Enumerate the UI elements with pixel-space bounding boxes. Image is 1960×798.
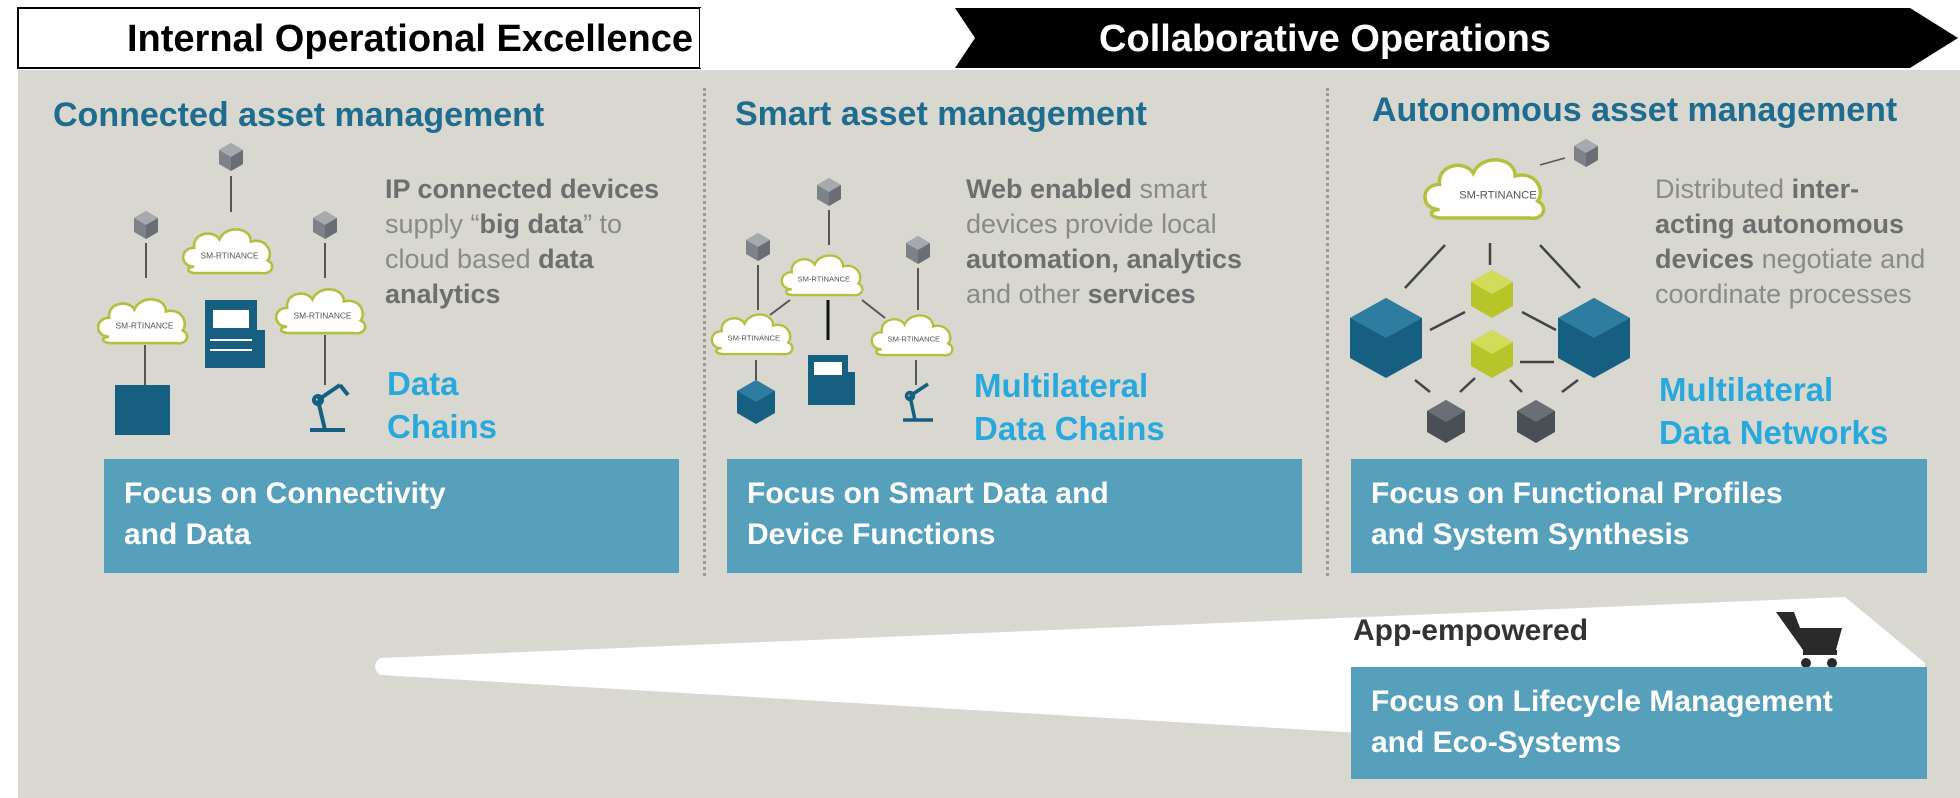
- focus-line: Focus on Smart Data and: [747, 477, 1109, 510]
- robot-arm-icon: [310, 383, 350, 432]
- robot-arm-icon: [903, 382, 933, 422]
- machine-icon: [808, 355, 855, 405]
- app-empowered-label: App-empowered: [1353, 614, 1589, 647]
- focus-line: Focus on Functional Profiles: [1371, 477, 1783, 510]
- shopping-cart-icon: [1776, 612, 1842, 668]
- cube-gray-dark: [1427, 400, 1465, 443]
- focus-line: Focus on Lifecycle Management: [1371, 685, 1833, 718]
- connected-assets-illustration: SM-RTINANCE SM-RTINANCE SM-RTINANCE: [96, 143, 367, 435]
- cube-gray-dark: [1517, 400, 1555, 443]
- desc-part: negotiate and coordinate processes: [1655, 244, 1926, 309]
- cloud-label: SM-RTINANCE: [888, 335, 941, 344]
- focus-line: Focus on Connectivity: [124, 477, 446, 510]
- cube-green: [1471, 330, 1513, 378]
- header-left-text: Internal Operational Excellence: [127, 18, 693, 60]
- focus-line: and Data: [124, 518, 251, 551]
- column-divider: [1326, 88, 1329, 576]
- desc-part: devices: [560, 174, 660, 204]
- cube-green: [1471, 270, 1513, 318]
- autonomous-assets-illustration: SM-RTINANCE: [1350, 139, 1630, 443]
- focus-line: and System Synthesis: [1371, 518, 1690, 551]
- cloud-label: SM-RTINANCE: [798, 275, 851, 284]
- desc-part: Distributed: [1655, 174, 1792, 204]
- focus-box-smart-data: Focus on Smart Data and Device Functions: [727, 459, 1302, 573]
- chain-label-line: Data Chains: [974, 410, 1165, 447]
- desc-part: ” to cloud based: [385, 209, 623, 274]
- machine-icon: [205, 300, 265, 368]
- focus-line: Device Functions: [747, 518, 996, 551]
- cloud-label: SM-RTINANCE: [1459, 189, 1537, 201]
- chain-label-smart: Multilateral Data Chains: [974, 364, 1165, 450]
- column-description: Distributed inter-acting autonomous devi…: [1655, 172, 1927, 312]
- smart-assets-illustration: SM-RTINANCE SM-RTINANCE SM-RTINANCE: [710, 178, 954, 424]
- column-title-autonomous: Autonomous asset management: [1372, 91, 1898, 129]
- focus-line: and Eco-Systems: [1371, 726, 1622, 759]
- device-square: [115, 385, 170, 435]
- column-divider: [703, 88, 706, 576]
- chain-label-line: Data: [387, 365, 459, 402]
- desc-part: smart devices provide local: [966, 174, 1217, 239]
- header-right-text: Collaborative Operations: [1099, 18, 1551, 60]
- desc-part: automation, analytics: [966, 244, 1243, 274]
- focus-box-lifecycle: Focus on Lifecycle Management and Eco-Sy…: [1351, 667, 1927, 779]
- desc-part: inter-acting autonomous devices: [1655, 174, 1904, 274]
- column-title-connected: Connected asset management: [53, 96, 545, 134]
- cube-blue-large: [1558, 298, 1630, 378]
- cloud-label: SM-RTINANCE: [294, 310, 352, 320]
- desc-part: big data: [479, 209, 584, 239]
- column-description: IP connected devices supply “big data” t…: [385, 172, 660, 312]
- network-arrows: [1404, 243, 1581, 393]
- focus-box-connectivity: Focus on Connectivity and Data: [104, 459, 679, 573]
- column-description: Web enabled smart devices provide local …: [966, 172, 1266, 312]
- desc-part: data analytics: [385, 244, 594, 309]
- column-title-smart: Smart asset management: [735, 95, 1147, 133]
- desc-part: Web enabled: [966, 174, 1133, 204]
- cloud-label: SM-RTINANCE: [728, 334, 781, 343]
- chain-label-line: Data Networks: [1659, 414, 1889, 451]
- cloud-label: SM-RTINANCE: [201, 250, 259, 260]
- chain-label-connected: Data Chains: [387, 362, 497, 448]
- chain-label-autonomous: Multilateral Data Networks: [1659, 368, 1888, 454]
- chain-label-line: Multilateral: [1659, 371, 1834, 408]
- chain-label-line: Chains: [387, 408, 498, 445]
- cloud-label: SM-RTINANCE: [116, 320, 174, 330]
- focus-box-functional-profiles: Focus on Functional Profiles and System …: [1351, 459, 1927, 573]
- header-bar: [17, 7, 1958, 69]
- cube-blue-small: [737, 380, 775, 424]
- cube-blue-large: [1350, 298, 1422, 378]
- desc-part: supply “: [385, 209, 480, 239]
- chain-label-line: Multilateral: [974, 367, 1149, 404]
- desc-part: IP connected: [385, 174, 561, 204]
- desc-part: and other: [966, 279, 1088, 309]
- desc-part: services: [1087, 279, 1196, 309]
